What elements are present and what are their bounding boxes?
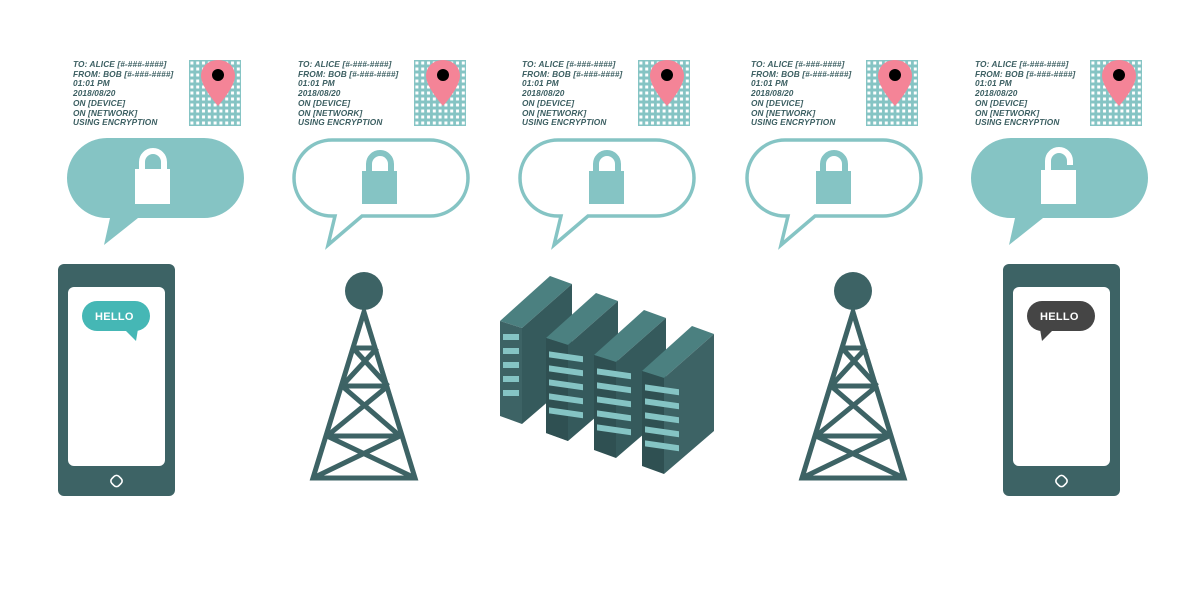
building-pin-icon [1090, 60, 1142, 126]
meta-time: 01:01 PM [73, 78, 110, 89]
cell-tower-icon [309, 272, 419, 481]
meta-time: 01:01 PM [522, 78, 559, 89]
speech-bubble-outline [518, 138, 696, 250]
meta-time: 01:01 PM [975, 78, 1012, 89]
lock-closed-icon [135, 148, 170, 204]
lock-closed-icon [362, 150, 397, 204]
speech-bubble-outline [745, 138, 923, 250]
metadata-block-tower-left: TO: ALICE [#-###-####] FROM: BOB [#-###-… [298, 59, 423, 128]
message-text: HELLO [95, 311, 134, 323]
phone-screen [1013, 287, 1110, 466]
meta-encryption: USING ENCRYPTION [975, 117, 1060, 128]
speech-bubble-filled [67, 138, 244, 245]
cell-tower-icon [798, 272, 908, 481]
meta-time: 01:01 PM [751, 78, 788, 89]
meta-date: 2018/08/20 [751, 88, 794, 99]
meta-to: TO: ALICE [#-###-####] [751, 59, 845, 69]
meta-network: ON [NETWORK] [298, 107, 363, 118]
metadata-block-servers: TO: ALICE [#-###-####] FROM: BOB [#-###-… [522, 59, 647, 128]
meta-device: ON [DEVICE] [522, 97, 575, 108]
meta-device: ON [DEVICE] [975, 97, 1028, 108]
message-text: HELLO [1040, 311, 1079, 323]
meta-device: ON [DEVICE] [298, 97, 351, 108]
location-pin-icon [426, 60, 460, 106]
building-pin-icon [866, 60, 918, 126]
building-pin-icon [189, 60, 241, 126]
meta-network: ON [NETWORK] [975, 107, 1040, 118]
server-rack [642, 326, 714, 474]
meta-network: ON [NETWORK] [73, 107, 138, 118]
meta-date: 2018/08/20 [298, 88, 341, 99]
meta-to: TO: ALICE [#-###-####] [975, 59, 1069, 69]
chat-bubble: HELLO [1027, 301, 1095, 341]
meta-from: FROM: BOB [#-###-####] [298, 68, 399, 79]
meta-date: 2018/08/20 [975, 88, 1018, 99]
meta-from: FROM: BOB [#-###-####] [751, 68, 852, 79]
building-pin-icon [414, 60, 466, 126]
location-pin-icon [201, 60, 235, 106]
home-button-icon [110, 474, 123, 488]
meta-encryption: USING ENCRYPTION [522, 117, 607, 128]
lock-closed-icon [589, 150, 624, 204]
home-button-icon [1055, 474, 1068, 488]
phone-screen [68, 287, 165, 466]
chat-bubble: HELLO [82, 301, 150, 341]
speech-bubble-outline [292, 138, 470, 250]
meta-from: FROM: BOB [#-###-####] [975, 68, 1076, 79]
location-pin-icon [878, 60, 912, 106]
metadata-block-receiver: TO: ALICE [#-###-####] FROM: BOB [#-###-… [975, 59, 1100, 128]
meta-encryption: USING ENCRYPTION [298, 117, 383, 128]
speech-bubble-filled [970, 138, 1148, 245]
meta-network: ON [NETWORK] [522, 107, 587, 118]
location-pin-icon [1102, 60, 1136, 106]
sender-phone: HELLO [58, 264, 175, 496]
meta-device: ON [DEVICE] [751, 97, 804, 108]
metadata-block-sender: TO: ALICE [#-###-####] FROM: BOB [#-###-… [73, 59, 198, 128]
meta-time: 01:01 PM [298, 78, 335, 89]
lock-closed-icon [816, 150, 851, 204]
meta-encryption: USING ENCRYPTION [73, 117, 158, 128]
receiver-phone: HELLO [1003, 264, 1120, 496]
meta-to: TO: ALICE [#-###-####] [298, 59, 392, 69]
meta-device: ON [DEVICE] [73, 97, 126, 108]
meta-from: FROM: BOB [#-###-####] [73, 68, 174, 79]
lock-open-icon [1041, 147, 1076, 204]
meta-to: TO: ALICE [#-###-####] [73, 59, 167, 69]
meta-to: TO: ALICE [#-###-####] [522, 59, 616, 69]
building-pin-icon [638, 60, 690, 126]
meta-date: 2018/08/20 [73, 88, 116, 99]
meta-from: FROM: BOB [#-###-####] [522, 68, 623, 79]
server-rack [546, 293, 618, 441]
location-pin-icon [650, 60, 684, 106]
server-racks-icon [500, 276, 714, 474]
meta-encryption: USING ENCRYPTION [751, 117, 836, 128]
metadata-block-tower-right: TO: ALICE [#-###-####] FROM: BOB [#-###-… [751, 59, 876, 128]
meta-date: 2018/08/20 [522, 88, 565, 99]
meta-network: ON [NETWORK] [751, 107, 816, 118]
